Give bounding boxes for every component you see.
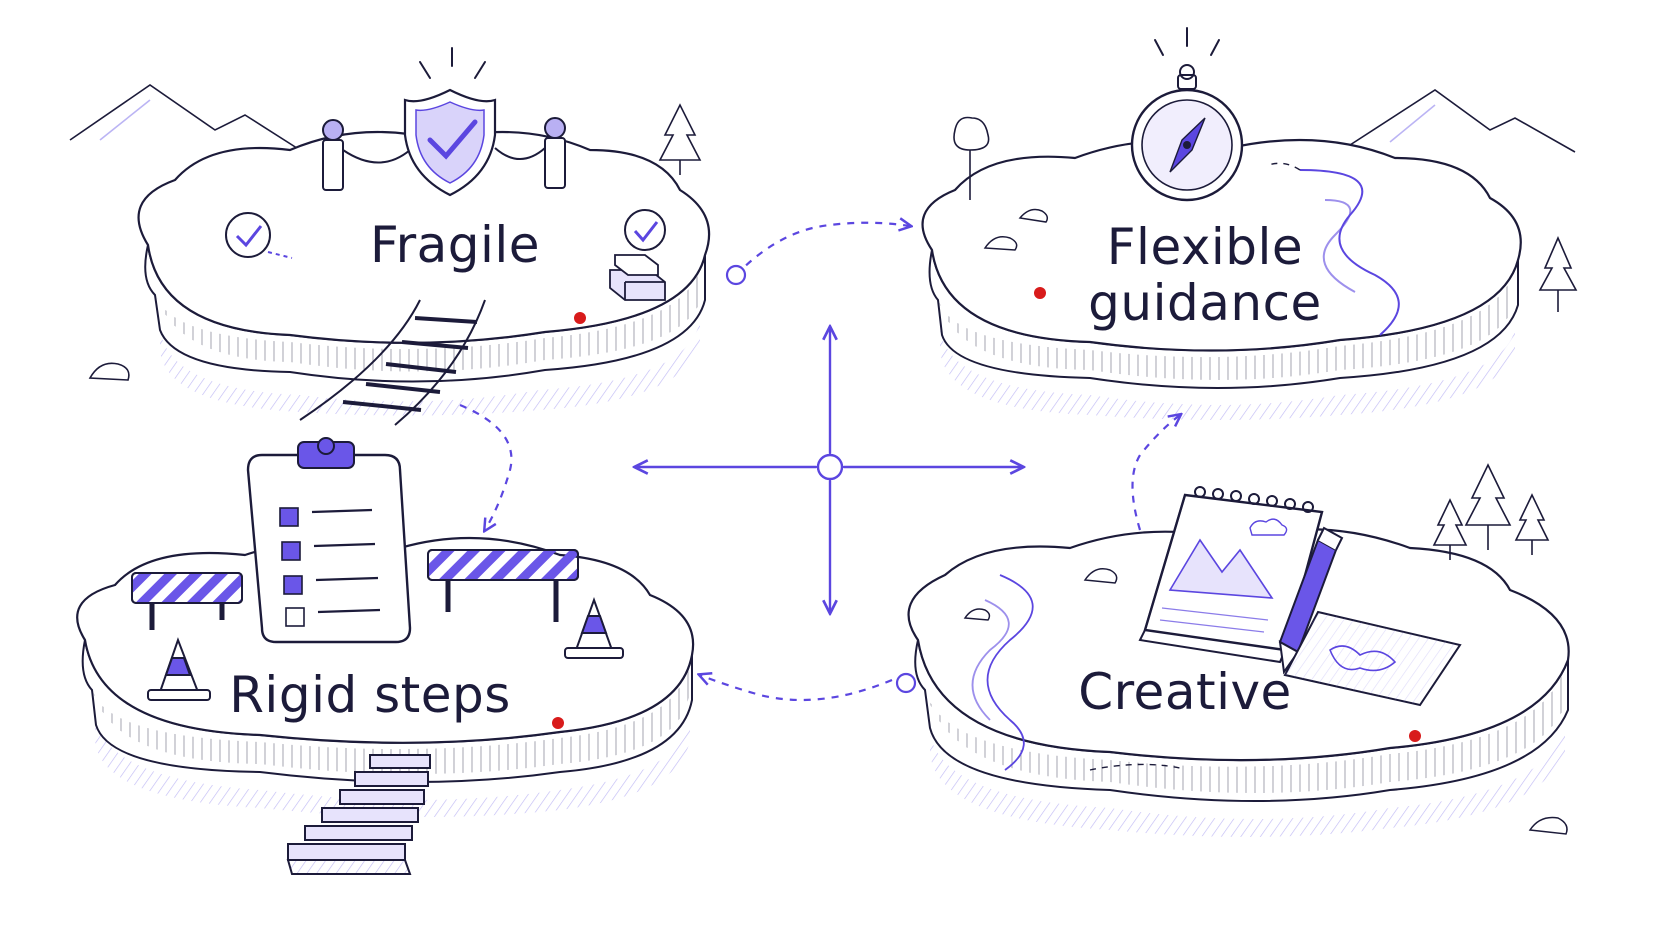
tree-icon: [658, 103, 702, 175]
island-flexible: [921, 27, 1578, 420]
staircase-icon: [286, 754, 431, 875]
stacked-boxes-icon: [609, 254, 666, 301]
rock-icon: [983, 208, 1049, 251]
tree-icon: [953, 116, 990, 200]
rock-icon: [88, 362, 130, 381]
connector-creative-rigid: [700, 675, 893, 702]
label-creative-text: Creative: [1078, 663, 1292, 721]
label-flexible-line-2: guidance: [1088, 274, 1322, 332]
connector-fragile-rigid: [459, 403, 513, 530]
shield-check-icon: [403, 47, 497, 197]
winding-path-icon: [971, 574, 1181, 771]
tree-icon: [1538, 235, 1578, 312]
sketchbook-icon: [1138, 486, 1324, 664]
label-rigid-text: Rigid steps: [229, 666, 511, 724]
compass-icon: [1130, 27, 1244, 202]
label-flexible-line-1: Flexible: [1106, 218, 1304, 276]
traffic-cone-icon: [147, 637, 211, 701]
mountains-left-icon: [69, 84, 301, 151]
barrier-icon: [131, 572, 243, 630]
island-fragile: [69, 47, 711, 426]
island-rigid: [76, 437, 695, 875]
traffic-cone-icon: [564, 597, 624, 659]
winding-path-icon: [1267, 162, 1400, 336]
label-fragile-text: Fragile: [369, 216, 541, 274]
connector-endpoints: [725, 264, 917, 694]
island-label-creative: Creative: [1078, 664, 1292, 720]
barrier-icon: [427, 549, 579, 622]
connector-fragile-flexible: [735, 223, 910, 276]
island-label-fragile: Fragile: [370, 217, 540, 273]
check-circle-icon: [225, 209, 666, 259]
tree-icon: [1432, 463, 1550, 560]
rope-post-icon: [322, 117, 566, 191]
mountains-right-icon: [1349, 89, 1576, 153]
marker-dot: [574, 312, 586, 324]
island-label-rigid: Rigid steps: [229, 667, 511, 723]
island-label-flexible: Flexible guidance: [1088, 219, 1322, 331]
railway-track-icon: [299, 299, 486, 426]
marker-dot: [1034, 287, 1046, 299]
crosshair-arrows-icon: [636, 328, 1022, 612]
rock-icon: [963, 568, 1568, 835]
checklist-clipboard-icon: [246, 437, 412, 644]
marker-dot: [552, 717, 564, 729]
marker-dot: [1409, 730, 1421, 742]
island-creative: [907, 463, 1570, 838]
connectors: [459, 223, 1181, 702]
connector-creative-flexible: [1131, 415, 1181, 531]
map-sheet-icon: [1283, 610, 1462, 707]
